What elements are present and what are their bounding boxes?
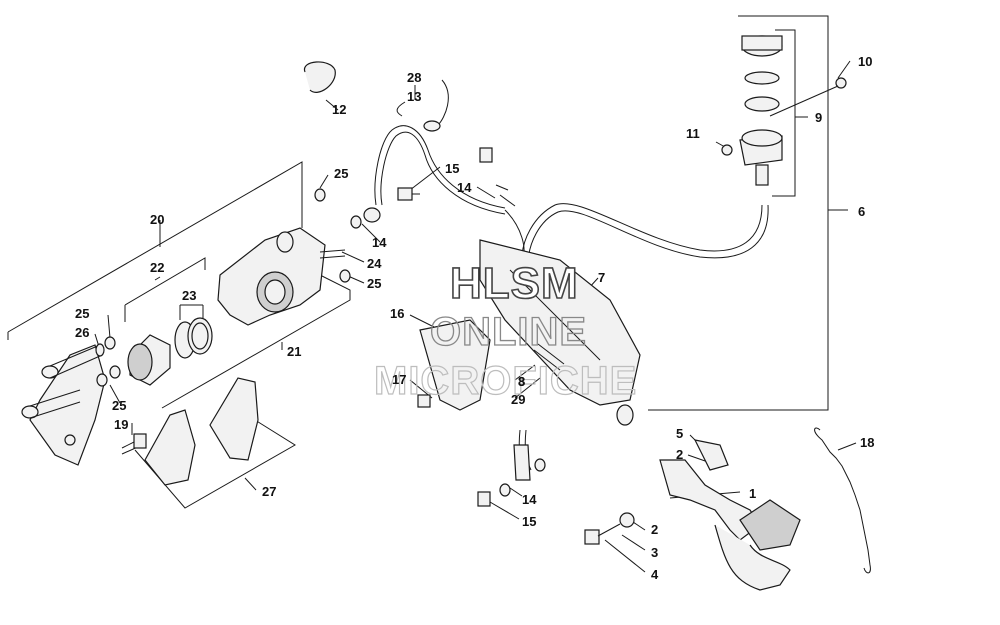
callout-16: 16 [390, 306, 404, 321]
callout-3: 3 [651, 545, 658, 560]
callout-22: 22 [150, 260, 164, 275]
group-brackets [7, 15, 857, 573]
watermark-line1: HLSM [450, 259, 579, 308]
callout-29: 29 [511, 392, 525, 407]
callout-2: 2 [676, 447, 683, 462]
brake-pedal [477, 427, 871, 591]
mounting-bracket [419, 319, 491, 411]
callout-14: 14 [372, 235, 387, 250]
callout-11: 11 [686, 126, 700, 141]
master-cylinder-body [479, 239, 641, 406]
callout-9: 9 [815, 110, 822, 125]
return-spring [814, 427, 871, 574]
callout-7: 7 [598, 270, 605, 285]
callout-28: 28 [407, 70, 421, 85]
brake-lines [374, 125, 769, 471]
spring-clip [304, 61, 336, 93]
watermark-line3: MICROFICHE [374, 359, 637, 403]
callout-15: 15 [522, 514, 536, 529]
callout-labels: 1 2 2 3 3 4 5 6 7 8 9 10 11 12 13 14 14 … [75, 54, 874, 582]
brake-pad-left [144, 409, 196, 486]
callout-1: 1 [749, 486, 756, 501]
caliper-bracket [29, 344, 106, 466]
caliper-assembly [21, 61, 351, 486]
callout-25: 25 [112, 398, 126, 413]
fittings [350, 120, 516, 229]
callout-23: 23 [182, 288, 196, 303]
callout-25: 25 [334, 166, 348, 181]
callout-6: 6 [858, 204, 865, 219]
callout-24: 24 [367, 256, 382, 271]
brake-pad-right [209, 377, 259, 461]
callout-19: 19 [114, 417, 128, 432]
callout-17: 17 [392, 372, 406, 387]
callout-8: 8 [518, 374, 525, 389]
callout-4: 4 [651, 567, 659, 582]
watermark: HLSM ONLINE MICROFICHE [373, 258, 637, 403]
callout-5: 5 [676, 426, 683, 441]
callout-25: 25 [367, 276, 381, 291]
pedal-pad [739, 499, 801, 551]
callout-2: 2 [651, 522, 658, 537]
callout-20: 20 [150, 212, 164, 227]
callout-15: 15 [445, 161, 459, 176]
callout-27: 27 [262, 484, 276, 499]
callout-10: 10 [858, 54, 872, 69]
watermark-line2: ONLINE [430, 310, 587, 354]
callout-13: 13 [407, 89, 421, 104]
callout-12: 12 [332, 102, 346, 117]
master-cylinder [417, 35, 847, 426]
callout-25: 25 [75, 306, 89, 321]
callout-21: 21 [287, 344, 301, 359]
callout-14: 14 [522, 492, 537, 507]
callout-26: 26 [75, 325, 89, 340]
callout-3: 3 [518, 374, 525, 389]
callout-14: 14 [457, 180, 472, 195]
callout-18: 18 [860, 435, 874, 450]
